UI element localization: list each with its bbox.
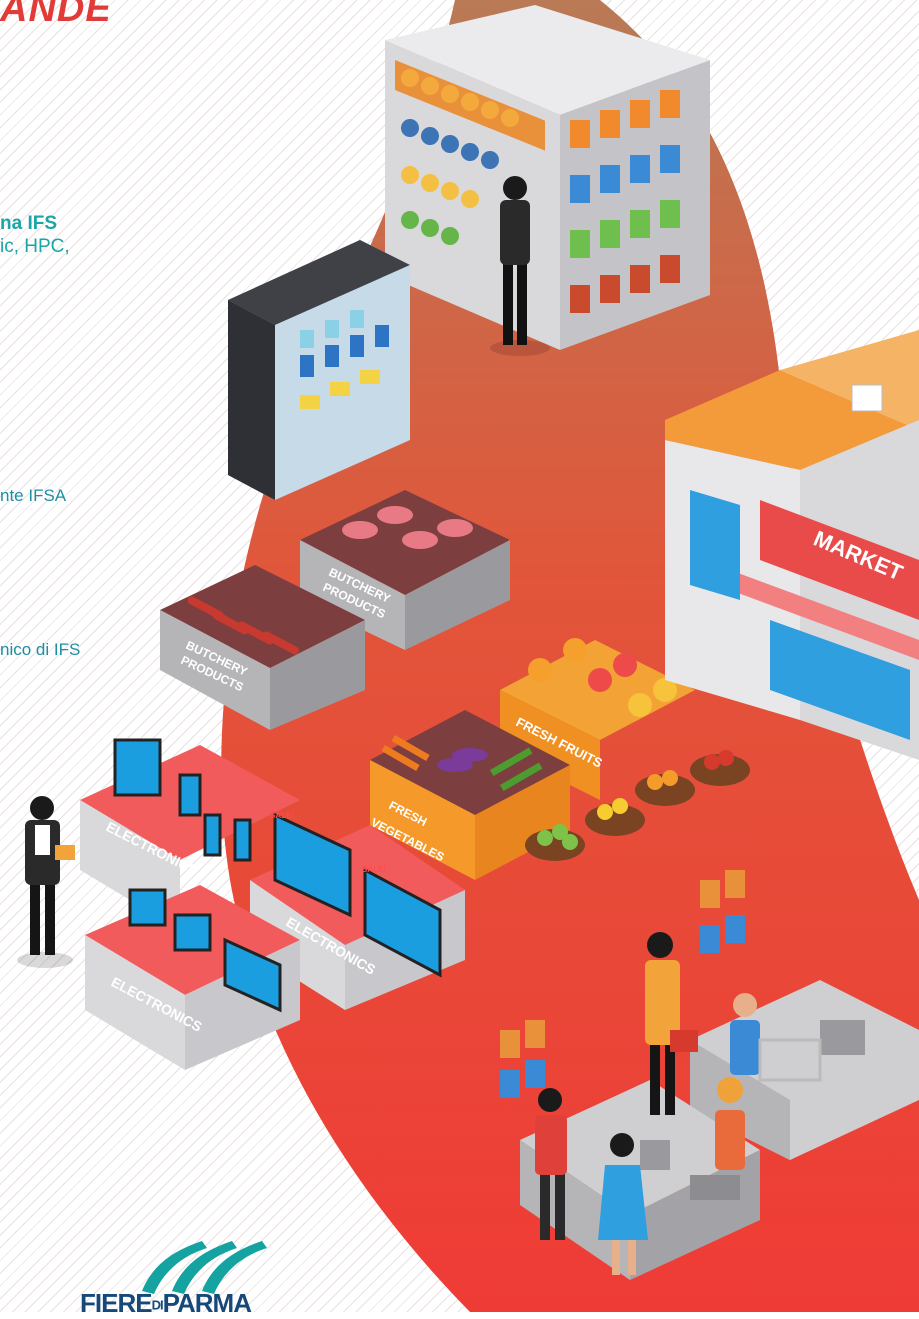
logo-word-parma: PARMA: [162, 1288, 252, 1318]
sale-tag-1: SALE!: [270, 811, 294, 820]
checkout-area: [500, 870, 919, 1280]
fruit-baskets: [525, 750, 750, 861]
cashier-woman: [715, 1077, 745, 1170]
butchery-table-front: BUTCHERY PRODUCTS: [160, 565, 365, 730]
text-line-1: na IFS: [0, 213, 58, 234]
text-line-2: ic, HPC,: [0, 236, 70, 257]
checkout-people: [535, 932, 822, 1275]
man-with-basket: [645, 932, 698, 1115]
cart-man: [730, 993, 822, 1082]
text-line-4: nte IFSA: [0, 486, 67, 505]
page-heading: ANDE: [0, 0, 112, 30]
fridge-display: [228, 240, 410, 500]
back-shelf: [385, 5, 710, 350]
logo-wave-icon: [142, 1241, 267, 1294]
logo-wordmark: FIEREDIPARMA: [80, 1288, 252, 1319]
market-building: MARKET: [665, 330, 919, 760]
electronics-section: ELECTRONICS ELECTRONICS SALE! SALE! ELEC…: [80, 738, 465, 1070]
text-line-5: nico di IFS: [0, 640, 81, 659]
butchery-table-back: BUTCHERY PRODUCTS: [300, 490, 510, 650]
sale-tag-2: SALE!: [362, 865, 386, 874]
fiere-di-parma-logo: FIEREDIPARMA: [62, 1236, 342, 1318]
woman-red-top: [535, 1088, 567, 1240]
logo-word-fiere: FIERE: [80, 1288, 153, 1318]
woman-blue-dress: [598, 1133, 648, 1275]
salesman: [17, 796, 75, 968]
shopper-woman: [490, 176, 550, 356]
logo-word-di: DI: [151, 1297, 164, 1313]
